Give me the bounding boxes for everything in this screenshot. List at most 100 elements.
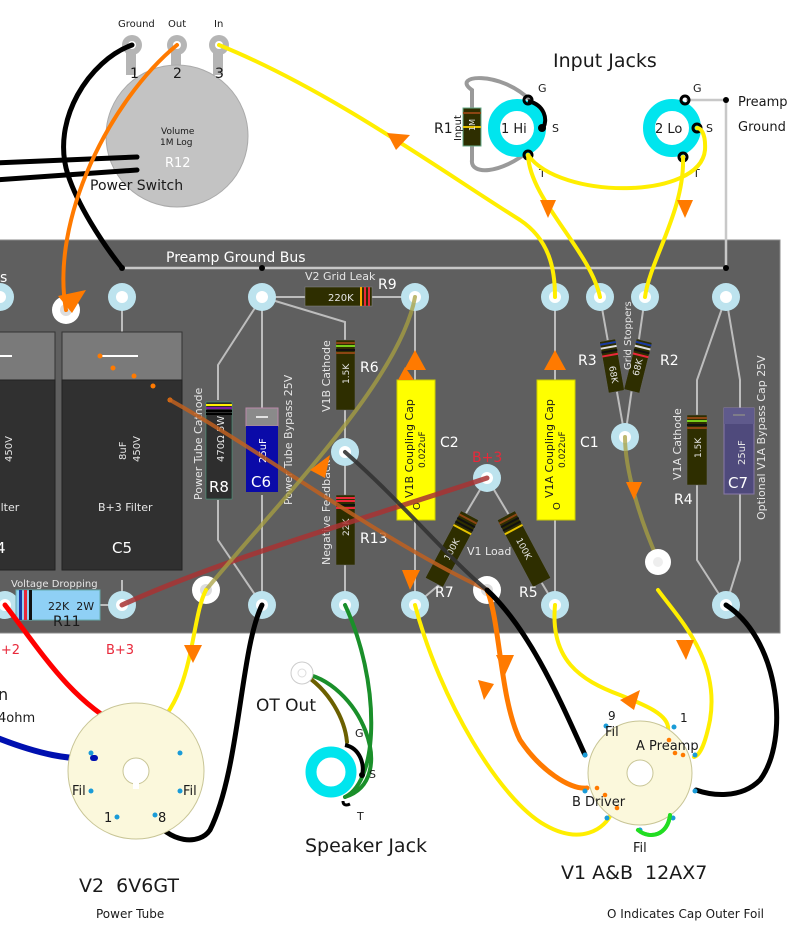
v1-socket: 9 Fil 1 A Preamp B Driver Fil V1 A&B 12A… [561,709,707,884]
r3-ref: R3 [578,353,597,369]
resistor-r11: Voltage Dropping 22K 2W R11 [11,579,101,630]
r11-role: Voltage Dropping [11,579,98,590]
wire-green-1 [343,603,374,799]
wire-r7-yellow [413,603,614,837]
r1-role: Input [453,115,464,141]
grid-stoppers-label: Grid Stoppers [623,301,634,370]
c5-value: 8uF [118,441,129,460]
wire-r5-yellow [552,603,671,732]
v2-subtitle: Power Tube [96,907,164,921]
bus-junction [723,265,729,271]
r6-value: 1.5K [342,363,352,384]
r4-ref: R4 [674,492,693,508]
pot-ref: R12 [165,156,191,171]
resistor-r4: 1.5K R4 V1A Cathode [671,408,708,508]
wires [0,42,780,843]
capacitor-c1: V1A Coupling Cap 0.022uF O C1 [536,379,599,521]
pot-lug-label-ground: Ground [118,19,155,30]
arrow-icon [398,367,414,380]
arrow-icon [387,133,410,150]
c2-role: V1B Coupling Cap [403,399,416,498]
speaker-s: S [369,768,376,781]
arrow-icon [404,350,426,370]
pot-lug-label-in: In [214,19,223,30]
r5-ref: R5 [519,585,538,601]
wire-black-v1a [693,602,780,797]
arrow-icon [677,200,693,218]
b3-label: B+3 [106,643,134,658]
wire-jack1-to-jack2 [526,126,708,191]
r9-value: 220K [328,293,354,304]
jack-1-g: G [538,82,547,95]
partial-label: s [0,270,7,286]
v1-pin9: 9 [608,709,616,723]
v2-pin1: 1 [104,811,112,826]
eyelet [0,283,14,311]
c2-ref: C2 [440,435,459,451]
r9-ref: R9 [378,277,397,293]
arrow-icon [620,690,640,710]
c5-voltage: 450V [132,436,143,462]
wire-pot-ground [61,42,135,271]
v1-a-label: A Preamp [636,739,699,754]
wire-orange-translucent [168,398,489,592]
resistor-r3: 68K [599,338,625,394]
c1-role: V1A Coupling Cap [543,399,556,498]
c7-role: Optional V1A Bypass Cap 25V [755,355,768,520]
jack-1-label: 1 Hi [501,122,527,137]
resistor-r6: 1.5K R6 V1B Cathode [320,339,379,412]
v1-load-label: V1 Load [467,545,511,558]
c4-ref: 4 [0,539,6,557]
c1-value: 0.022uF [558,431,568,468]
signal-arrows [58,133,694,710]
input-jacks-title: Input Jacks [553,50,657,72]
r2-value: 68K [632,357,646,377]
v2-fil-left: Fil [72,784,86,799]
resistor-r2: 68K [623,338,653,394]
arrow-icon [544,350,566,370]
wire-grid-v1a [656,588,714,759]
ot-out-label: OT Out [256,696,316,716]
c5-ref: C5 [112,539,132,557]
arrow-icon [540,200,556,218]
r2-ref: R2 [660,353,679,369]
resistor-r5: 100K [496,510,552,588]
preamp-ground-label-1: Preamp [738,95,788,110]
wire-v2-cathode [147,602,265,843]
arrow-icon [478,680,494,700]
arrow-icon [402,570,420,590]
v2-socket: Fil Fil 1 8 V2 6V6GT Power Tube [67,702,205,921]
wire-pot-out [61,43,179,312]
jack-2-g: G [693,82,702,95]
r4-role: V1A Cathode [671,408,684,480]
arrow-icon [58,290,86,313]
pot-lug-number-1: 1 [130,66,139,82]
wire-orange-v1b [484,587,590,791]
pot-name: Volume [161,127,195,137]
r6-role: V1B Cathode [320,340,333,412]
pot-lug-number-2: 2 [173,66,182,82]
jack-1-t: T [538,167,546,180]
speaker-jack-title: Speaker Jack [305,835,427,857]
r4-value: 1.5K [694,437,704,458]
bus-junction [723,97,729,103]
v2-fil-right: Fil [183,784,197,799]
jack-2-label: 2 Lo [655,122,682,137]
eyelet [108,283,136,311]
jack-2-t: T [692,167,700,180]
pot-value: 1M Log [160,138,192,148]
capacitor-c7: 25uF C7 Optional V1A Bypass Cap 25V [723,355,768,520]
c2-value: 0.022uF [418,431,428,468]
jack-2-s: S [706,122,713,135]
b2-label: B+2 [0,643,20,658]
v1-b-label: B Driver [572,795,626,810]
r13-value: 22K [342,518,352,536]
input-jacks: Input Jacks 1M Input R1 1 Hi G S T 2 Lo … [434,50,788,180]
r7-ref: R7 [435,585,454,601]
c6-ref: C6 [251,473,271,491]
power-switch-label: Power Switch [90,178,183,194]
capacitor-c4: 450V Filter 4 [0,331,56,571]
wire-jack1-tip [526,153,602,299]
eyelet [248,283,276,311]
